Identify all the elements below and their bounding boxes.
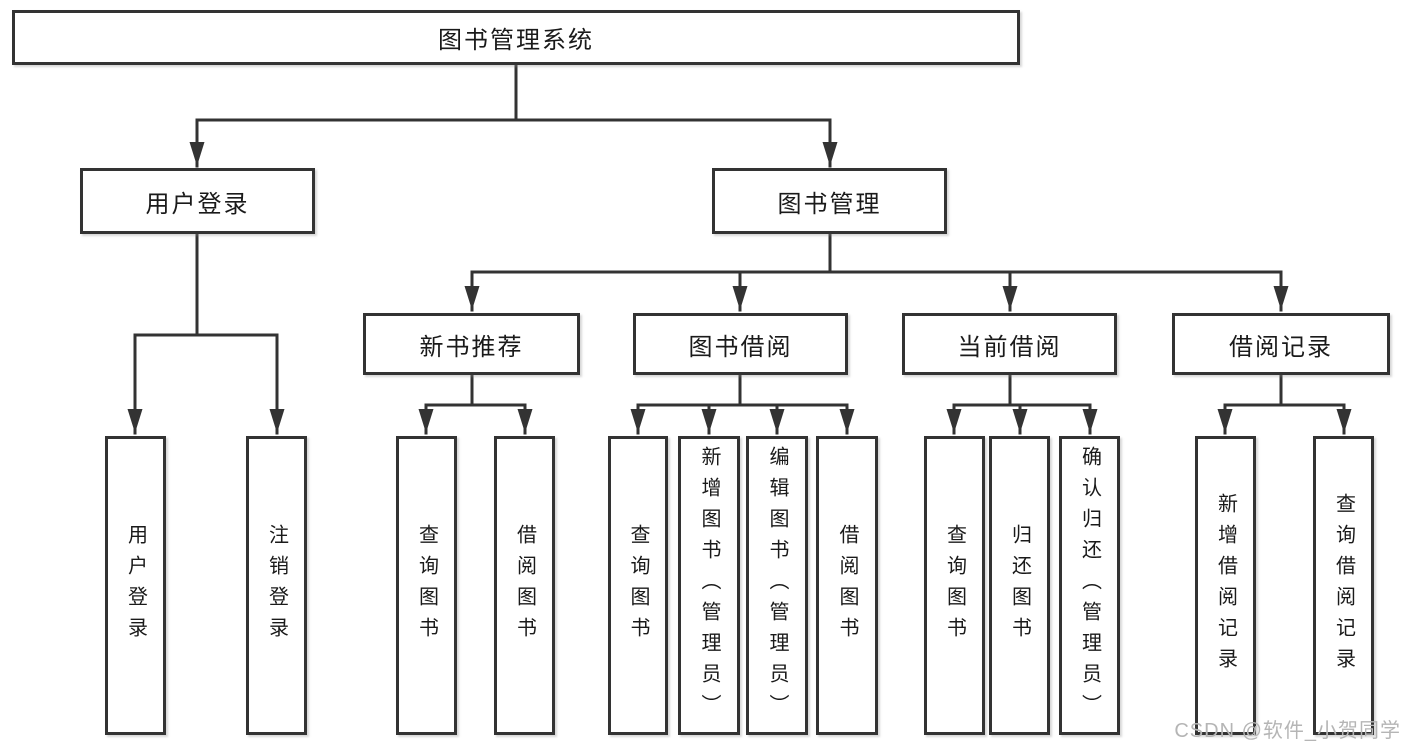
node-label: 新书推荐 — [419, 333, 524, 361]
node-label: 新增图书（管理员） — [698, 446, 720, 725]
node-label: 图书借阅 — [688, 333, 793, 361]
node-label: 查询借阅记录 — [1332, 492, 1355, 679]
node-label: 归还图书 — [1008, 523, 1031, 648]
node-label: 借阅图书 — [836, 523, 858, 648]
node-label: 借阅记录 — [1229, 333, 1333, 361]
node-current-borrowing: 当前借阅 — [902, 313, 1117, 375]
leaf-logout: 注销登录 — [246, 436, 307, 735]
node-label: 用户登录 — [145, 190, 250, 218]
leaf-cb-return-book: 归还图书 — [989, 436, 1050, 735]
node-new-book-recommend: 新书推荐 — [363, 313, 580, 375]
node-label: 注销登录 — [265, 523, 288, 648]
node-label: 借阅图书 — [513, 523, 536, 648]
leaf-cb-confirm-return-admin: 确认归还（管理员） — [1059, 436, 1120, 735]
node-book-borrowing: 图书借阅 — [633, 313, 848, 375]
node-book-management: 图书管理 — [712, 168, 947, 234]
node-label: 当前借阅 — [957, 333, 1062, 361]
leaf-bb-borrow-book: 借阅图书 — [816, 436, 878, 735]
node-user-login: 用户登录 — [80, 168, 315, 234]
leaf-bb-query-book: 查询图书 — [608, 436, 668, 735]
node-label: 图书管理系统 — [438, 27, 594, 54]
leaf-nbr-borrow-book: 借阅图书 — [494, 436, 555, 735]
node-label: 确认归还（管理员） — [1078, 446, 1101, 725]
node-label: 查询图书 — [627, 523, 649, 648]
node-label: 图书管理 — [777, 190, 882, 218]
node-library-system: 图书管理系统 — [12, 10, 1020, 65]
node-label: 用户登录 — [124, 523, 147, 648]
leaf-cb-query-book: 查询图书 — [924, 436, 985, 735]
leaf-bb-add-book-admin: 新增图书（管理员） — [678, 436, 740, 735]
leaf-nbr-query-book: 查询图书 — [396, 436, 457, 735]
leaf-br-query-record: 查询借阅记录 — [1313, 436, 1374, 735]
node-label: 查询图书 — [415, 523, 438, 648]
node-label: 新增借阅记录 — [1214, 492, 1237, 679]
connector-group — [127, 63, 1352, 435]
node-label: 查询图书 — [943, 523, 966, 648]
watermark: CSDN @软件_小贺同学 — [1174, 720, 1401, 742]
leaf-bb-edit-book-admin: 编辑图书（管理员） — [746, 436, 808, 735]
node-label: 编辑图书（管理员） — [766, 446, 788, 725]
node-borrowing-records: 借阅记录 — [1172, 313, 1390, 375]
leaf-user-login: 用户登录 — [105, 436, 166, 735]
leaf-br-add-record: 新增借阅记录 — [1195, 436, 1256, 735]
